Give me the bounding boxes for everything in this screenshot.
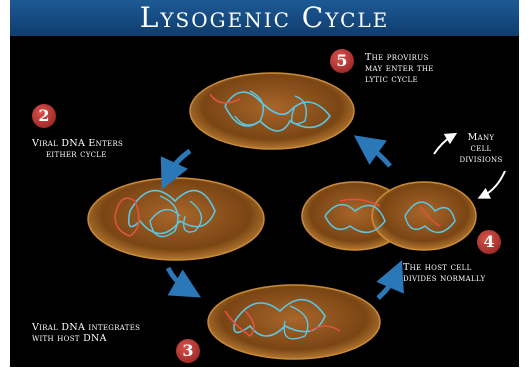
- step-label-5: The provirus may enter the lytic cycle: [365, 52, 434, 85]
- step-badge-5: 5: [330, 49, 354, 73]
- step-badge-2: 2: [32, 104, 56, 128]
- arrow-division-down: [483, 171, 505, 196]
- step-2-line1: Viral DNA Enters: [32, 138, 123, 149]
- cycle-illustration: [10, 36, 519, 367]
- step-2-line2: either cycle: [32, 149, 123, 160]
- divisions-line3: divisions: [456, 154, 506, 165]
- arrow-left-to-bottom: [168, 268, 188, 290]
- arrow-top-to-left: [168, 151, 190, 176]
- page-title: Lysogenic Cycle: [10, 0, 519, 36]
- divisions-note: Many cell divisions: [456, 132, 506, 165]
- step-label-2: Viral DNA Enters either cycle: [32, 138, 123, 160]
- cell-top: [190, 73, 354, 149]
- arrow-right-to-top: [366, 144, 390, 166]
- step-4-line1: The host cell: [403, 262, 485, 273]
- step-5-line1: The provirus: [365, 52, 434, 63]
- step-5-line3: lytic cycle: [365, 74, 434, 85]
- step-badge-3: 3: [176, 339, 200, 363]
- divisions-line2: cell: [456, 143, 506, 154]
- step-3-line2: with host DNA: [32, 333, 140, 344]
- cell-left: [88, 178, 264, 260]
- diagram-frame: Lysogenic Cycle: [10, 0, 519, 374]
- arrow-bottom-to-right: [378, 274, 396, 298]
- arrow-division-up: [434, 136, 452, 154]
- step-label-3: Viral DNA integrates with host DNA: [32, 322, 140, 344]
- step-badge-4: 4: [477, 230, 501, 254]
- cell-dividing: [302, 182, 476, 250]
- cell-bottom: [208, 285, 380, 359]
- divisions-line1: Many: [456, 132, 506, 143]
- step-4-line2: divides normally: [403, 273, 485, 284]
- step-5-line2: may enter the: [365, 63, 434, 74]
- diagram-stage: 5 The provirus may enter the lytic cycle…: [10, 36, 519, 367]
- step-3-line1: Viral DNA integrates: [32, 322, 140, 333]
- step-label-4: The host cell divides normally: [403, 262, 485, 284]
